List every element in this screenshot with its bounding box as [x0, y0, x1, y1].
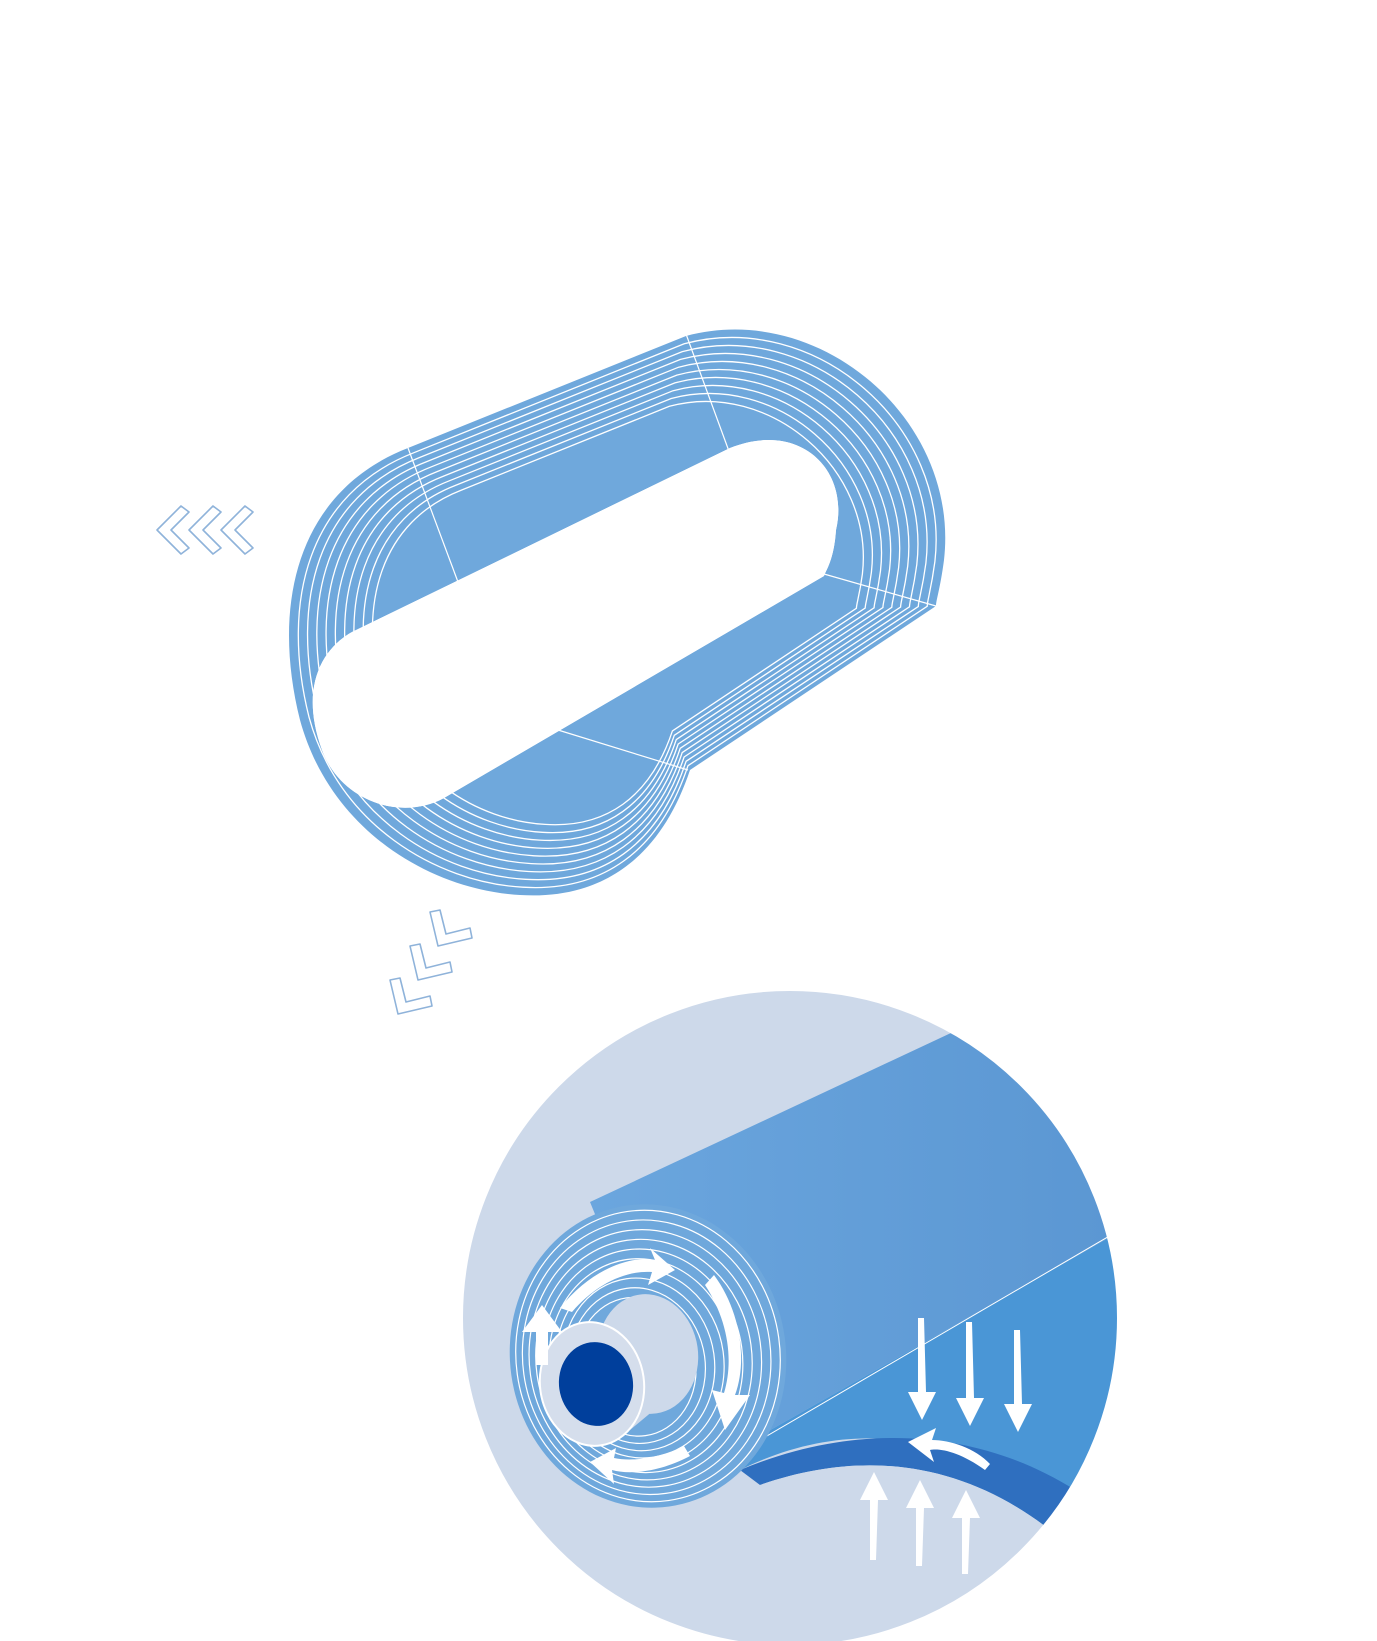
arrow-icon — [860, 1472, 980, 1574]
arrow-icon — [908, 1428, 990, 1470]
membrane-layer-line — [306, 345, 928, 881]
seam-line — [823, 573, 937, 607]
end-ring — [521, 1219, 772, 1496]
seam-line — [685, 333, 731, 455]
chevron-left-icon — [156, 505, 254, 555]
membrane-layer-line — [325, 361, 910, 865]
membrane-layer-line — [334, 369, 901, 857]
unrolled-membrane-sheet — [289, 329, 946, 896]
end-ring — [515, 1209, 781, 1503]
chevron-down-left-icon — [389, 909, 473, 1015]
arrow-icon — [908, 1318, 1032, 1432]
seam-line — [407, 447, 459, 583]
membrane-sheet-hole-mask — [312, 440, 839, 808]
cylinder-edge-line — [759, 1223, 1118, 1441]
membrane-layer-lines — [297, 336, 937, 889]
central-tube-core — [558, 1342, 634, 1426]
zoom-detail-circle — [461, 989, 1119, 1641]
cylinder-end-rings — [515, 1209, 781, 1503]
arrow-icon — [522, 1248, 750, 1484]
end-ring — [535, 1238, 753, 1481]
membrane-layer-line — [316, 353, 919, 873]
end-ring — [528, 1229, 763, 1488]
membrane-layer-line — [297, 336, 937, 889]
seam-line — [557, 729, 689, 771]
permeate-channel — [740, 1437, 1075, 1530]
